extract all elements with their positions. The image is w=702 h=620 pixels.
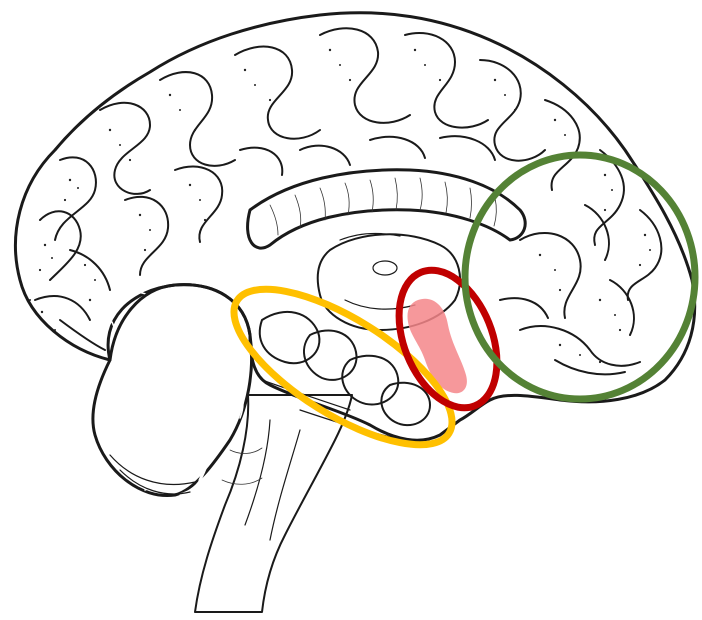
cerebrum (15, 13, 694, 440)
prefrontal-cortex-highlight (465, 155, 695, 399)
brainstem (195, 395, 352, 612)
cerebellum (93, 285, 252, 496)
